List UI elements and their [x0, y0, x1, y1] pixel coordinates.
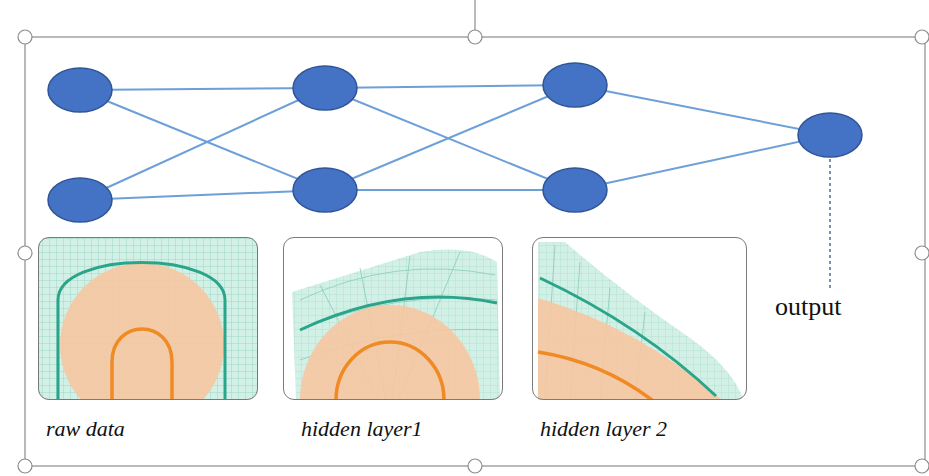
panel-frame [532, 237, 747, 400]
panel-frame [38, 237, 258, 400]
layer-caption: raw data [46, 416, 258, 442]
hidden-layer2-plot [538, 242, 744, 400]
panel-frame [283, 237, 503, 400]
layer-caption: hidden layer1 [301, 416, 503, 442]
neuron-circles [48, 63, 862, 222]
plot-panel: hidden layer 2 [532, 237, 747, 442]
hidden-layer1-plot [292, 250, 500, 400]
selection-frame [18, 0, 929, 473]
network-lines [80, 85, 830, 200]
plot-panel: raw data [38, 237, 258, 442]
layer-caption: hidden layer 2 [540, 416, 747, 442]
plot-panel: hidden layer1 [283, 237, 503, 442]
raw-data-plot [38, 237, 258, 400]
output-leader [829, 159, 830, 288]
output-label: output [773, 292, 843, 322]
